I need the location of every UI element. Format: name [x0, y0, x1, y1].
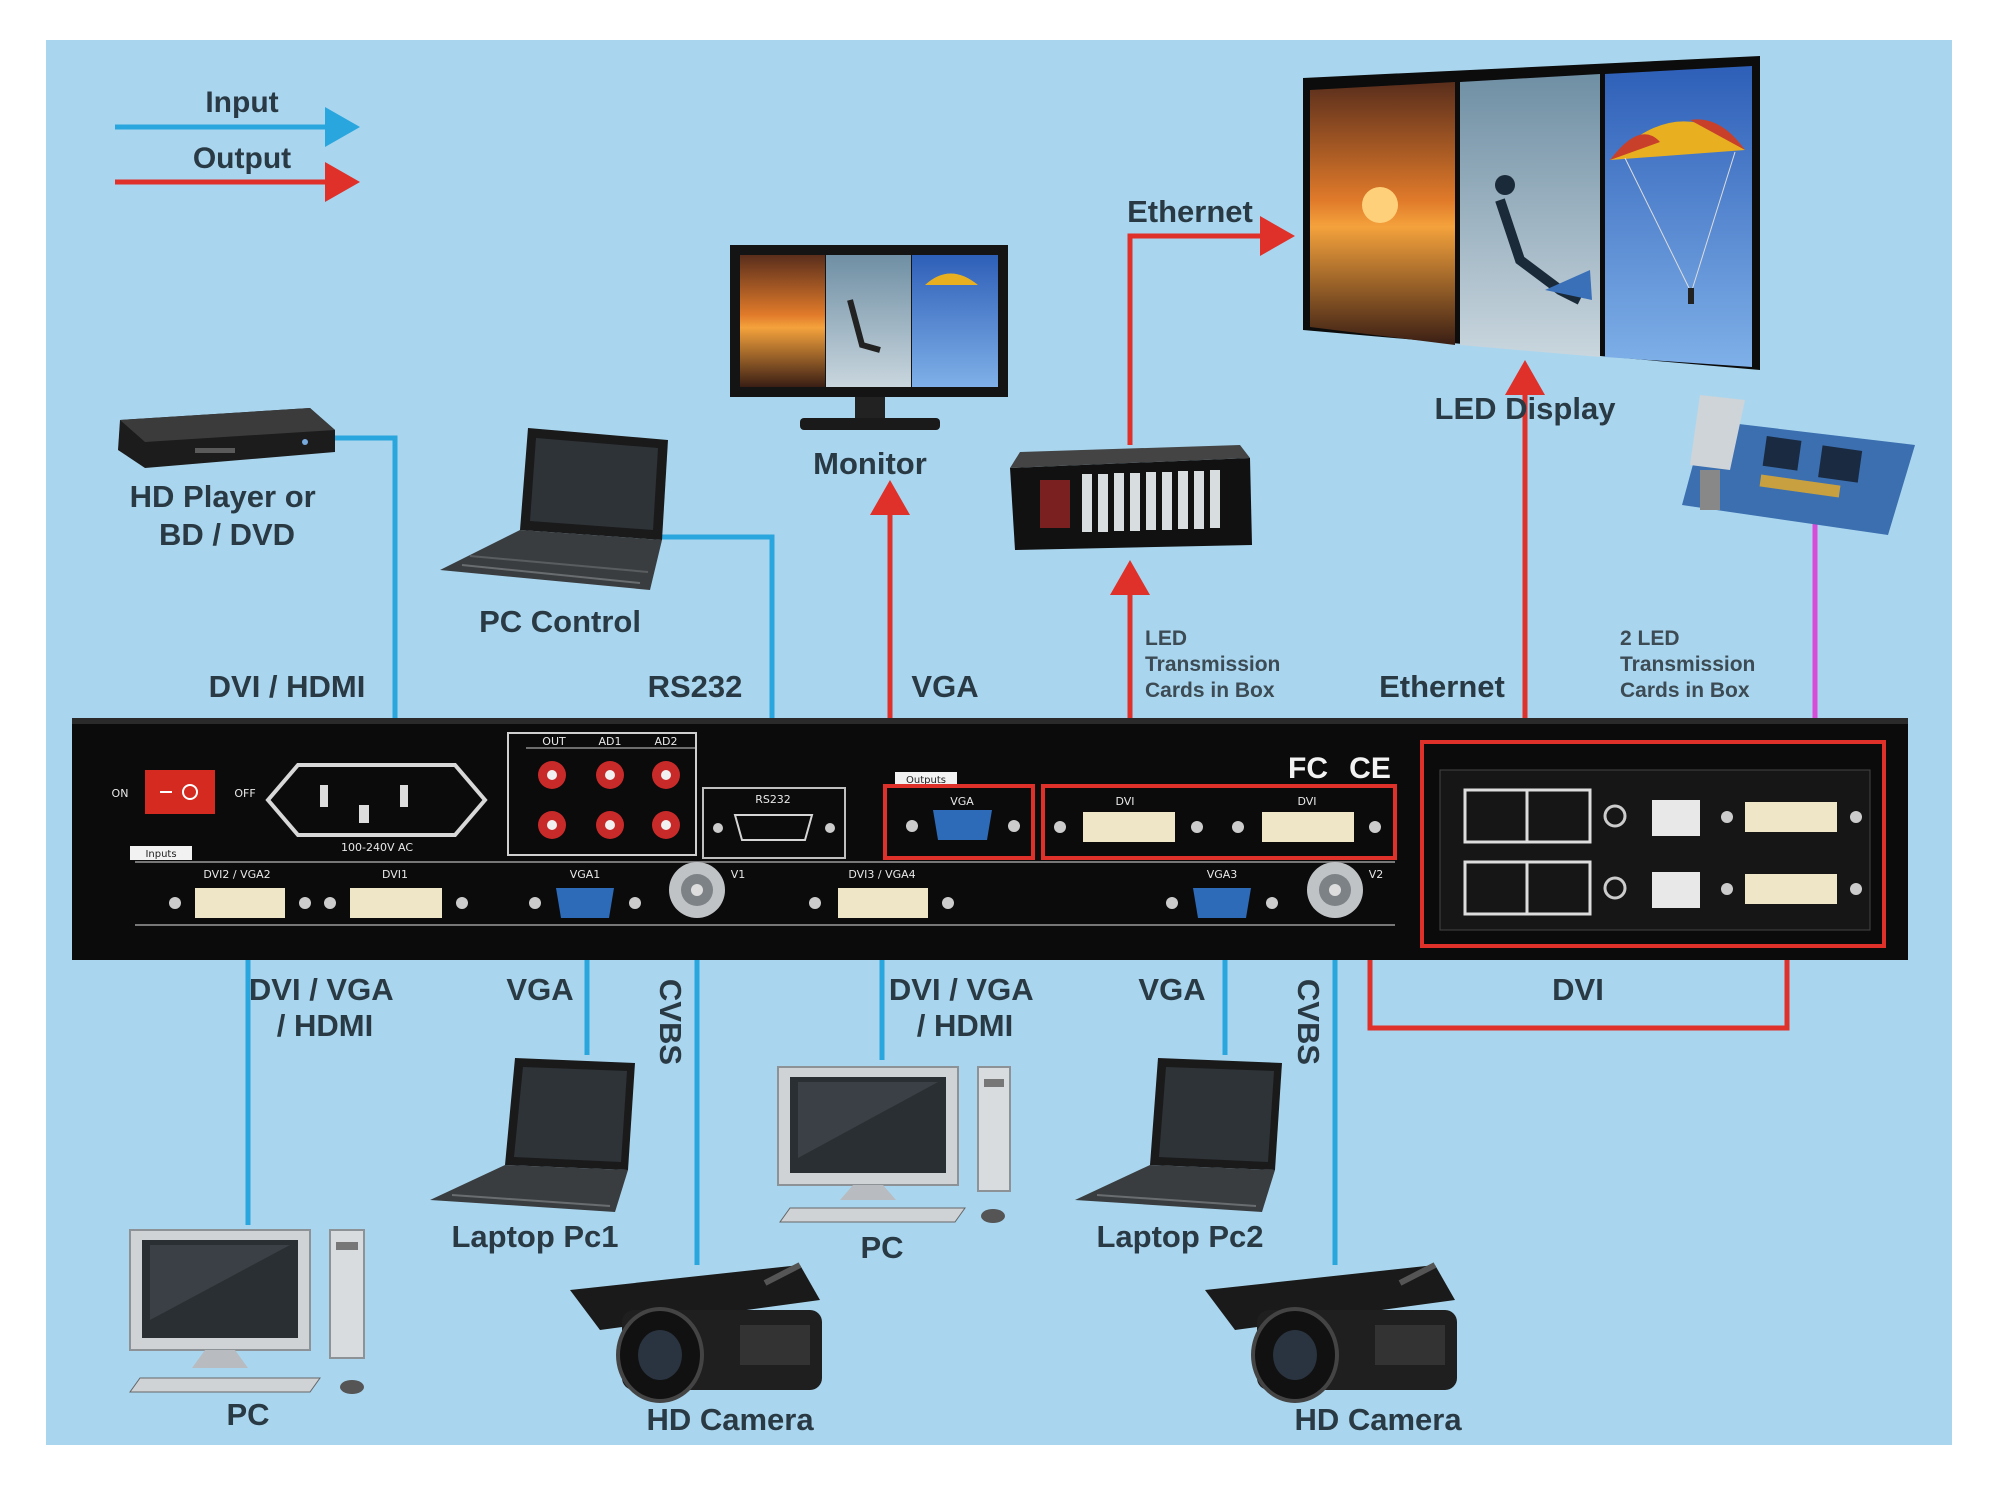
usb-port-1[interactable]	[1652, 800, 1700, 836]
rs232-port-label: RS232	[755, 793, 791, 806]
vga-output-label: VGA	[911, 669, 978, 704]
vga-output-port[interactable]	[933, 810, 992, 840]
switch-off-label: OFF	[234, 787, 255, 800]
dvi-output-2-label: DVI	[1297, 795, 1316, 808]
cvbs-2-label: CVBS	[1291, 979, 1326, 1065]
laptop1	[430, 1058, 635, 1212]
hd-camera1	[570, 1262, 822, 1403]
led-display-label: LED Display	[1435, 391, 1617, 426]
dvi-vga-hdmi-1-label: DVI / VGA / HDMI	[249, 972, 401, 1043]
laptop2	[1075, 1058, 1282, 1212]
led-display	[1303, 56, 1760, 370]
power-socket[interactable]	[265, 763, 488, 837]
ethernet-right-label: Ethernet	[1379, 669, 1505, 704]
vga-input-1-label: VGA	[506, 972, 573, 1007]
dvi-right-label: DVI	[1552, 972, 1604, 1007]
vga3-label: VGA3	[1207, 868, 1238, 881]
pc-control-label: PC Control	[479, 604, 641, 639]
pc-control-laptop	[440, 428, 668, 590]
dvi-output-1-label: DVI	[1115, 795, 1134, 808]
vga3-port[interactable]	[1193, 888, 1251, 918]
audio-out-label: OUT	[542, 735, 566, 748]
vga-output-highlight	[883, 784, 1035, 860]
fc-mark: FC	[1288, 752, 1328, 785]
ce-mark: CE	[1349, 752, 1391, 785]
camera2-label: HD Camera	[1294, 1402, 1462, 1437]
led-cards-label: LED Transmission Cards in Box	[1145, 627, 1286, 702]
rs232-label: RS232	[648, 669, 743, 704]
dvi3-vga4-label: DVI3 / VGA4	[848, 868, 915, 881]
ethernet-ports	[1463, 788, 1862, 916]
monitor-label: Monitor	[813, 446, 927, 481]
audio-ad1-label: AD1	[599, 735, 622, 748]
video-processor-back-panel: ON OFF 100-240V AC OUT AD1 AD2 RS232 Out…	[72, 718, 1908, 960]
outputs-tag: Outputs	[906, 775, 946, 786]
hd-camera2	[1205, 1262, 1457, 1403]
dvi-vga-hdmi-2-label: DVI / VGA / HDMI	[889, 972, 1041, 1043]
audio-jacks	[538, 761, 680, 839]
legend-input-label: Input	[205, 86, 278, 119]
rs232-port[interactable]	[733, 814, 814, 841]
laptop1-label: Laptop Pc1	[451, 1219, 618, 1254]
dvi2-vga2-port[interactable]	[195, 888, 285, 918]
legend: Input Output	[115, 86, 360, 202]
pc-center	[777, 1066, 1011, 1223]
dvi2-vga2-label: DVI2 / VGA2	[203, 868, 270, 881]
hd-player-label: HD Player or BD / DVD	[130, 479, 325, 552]
laptop2-label: Laptop Pc2	[1096, 1219, 1263, 1254]
dvi1-label: DVI1	[382, 868, 408, 881]
usb-port-2[interactable]	[1652, 872, 1700, 908]
pc-control-link	[660, 534, 792, 793]
power-switch[interactable]	[145, 770, 215, 814]
ethernet-top-link	[1127, 216, 1295, 445]
audio-ad2-label: AD2	[655, 735, 678, 748]
card-dvi-port-2[interactable]	[1745, 874, 1837, 904]
dvi-outputs-highlight	[1041, 784, 1397, 860]
switch-on-label: ON	[112, 787, 129, 800]
dvi-hdmi-label: DVI / HDMI	[209, 669, 366, 704]
pc-center-label: PC	[860, 1230, 903, 1265]
led-transmission-box	[1010, 445, 1252, 550]
transmission-card	[1682, 395, 1915, 535]
dvi-output-1-port[interactable]	[1083, 812, 1175, 842]
vga-input-2-label: VGA	[1138, 972, 1205, 1007]
dvi3-vga4-port[interactable]	[838, 888, 928, 918]
dvi-output-2-port[interactable]	[1262, 812, 1354, 842]
power-rating-label: 100-240V AC	[341, 841, 413, 854]
pc-left-label: PC	[226, 1397, 269, 1432]
transmission-card-module	[1420, 740, 1886, 948]
led-cards2-label: 2 LED Transmission Cards in Box	[1620, 627, 1761, 702]
pc-left	[129, 1229, 365, 1394]
dvi1-port[interactable]	[350, 888, 442, 918]
monitor	[730, 245, 1008, 430]
ethernet-top-label: Ethernet	[1127, 194, 1253, 229]
vga1-port[interactable]	[556, 888, 614, 918]
hd-player	[118, 408, 335, 468]
v2-label: V2	[1369, 868, 1384, 881]
vga-output-port-label: VGA	[950, 795, 974, 808]
cvbs-1-label: CVBS	[653, 979, 688, 1065]
vga1-label: VGA1	[570, 868, 601, 881]
inputs-tag: Inputs	[145, 849, 176, 860]
card-dvi-port-1[interactable]	[1745, 802, 1837, 832]
legend-output-label: Output	[193, 142, 291, 175]
camera1-label: HD Camera	[646, 1402, 814, 1437]
connection-labels: DVI / HDMI RS232 VGA Ethernet LED Transm…	[209, 194, 1761, 1065]
v1-label: V1	[731, 868, 746, 881]
